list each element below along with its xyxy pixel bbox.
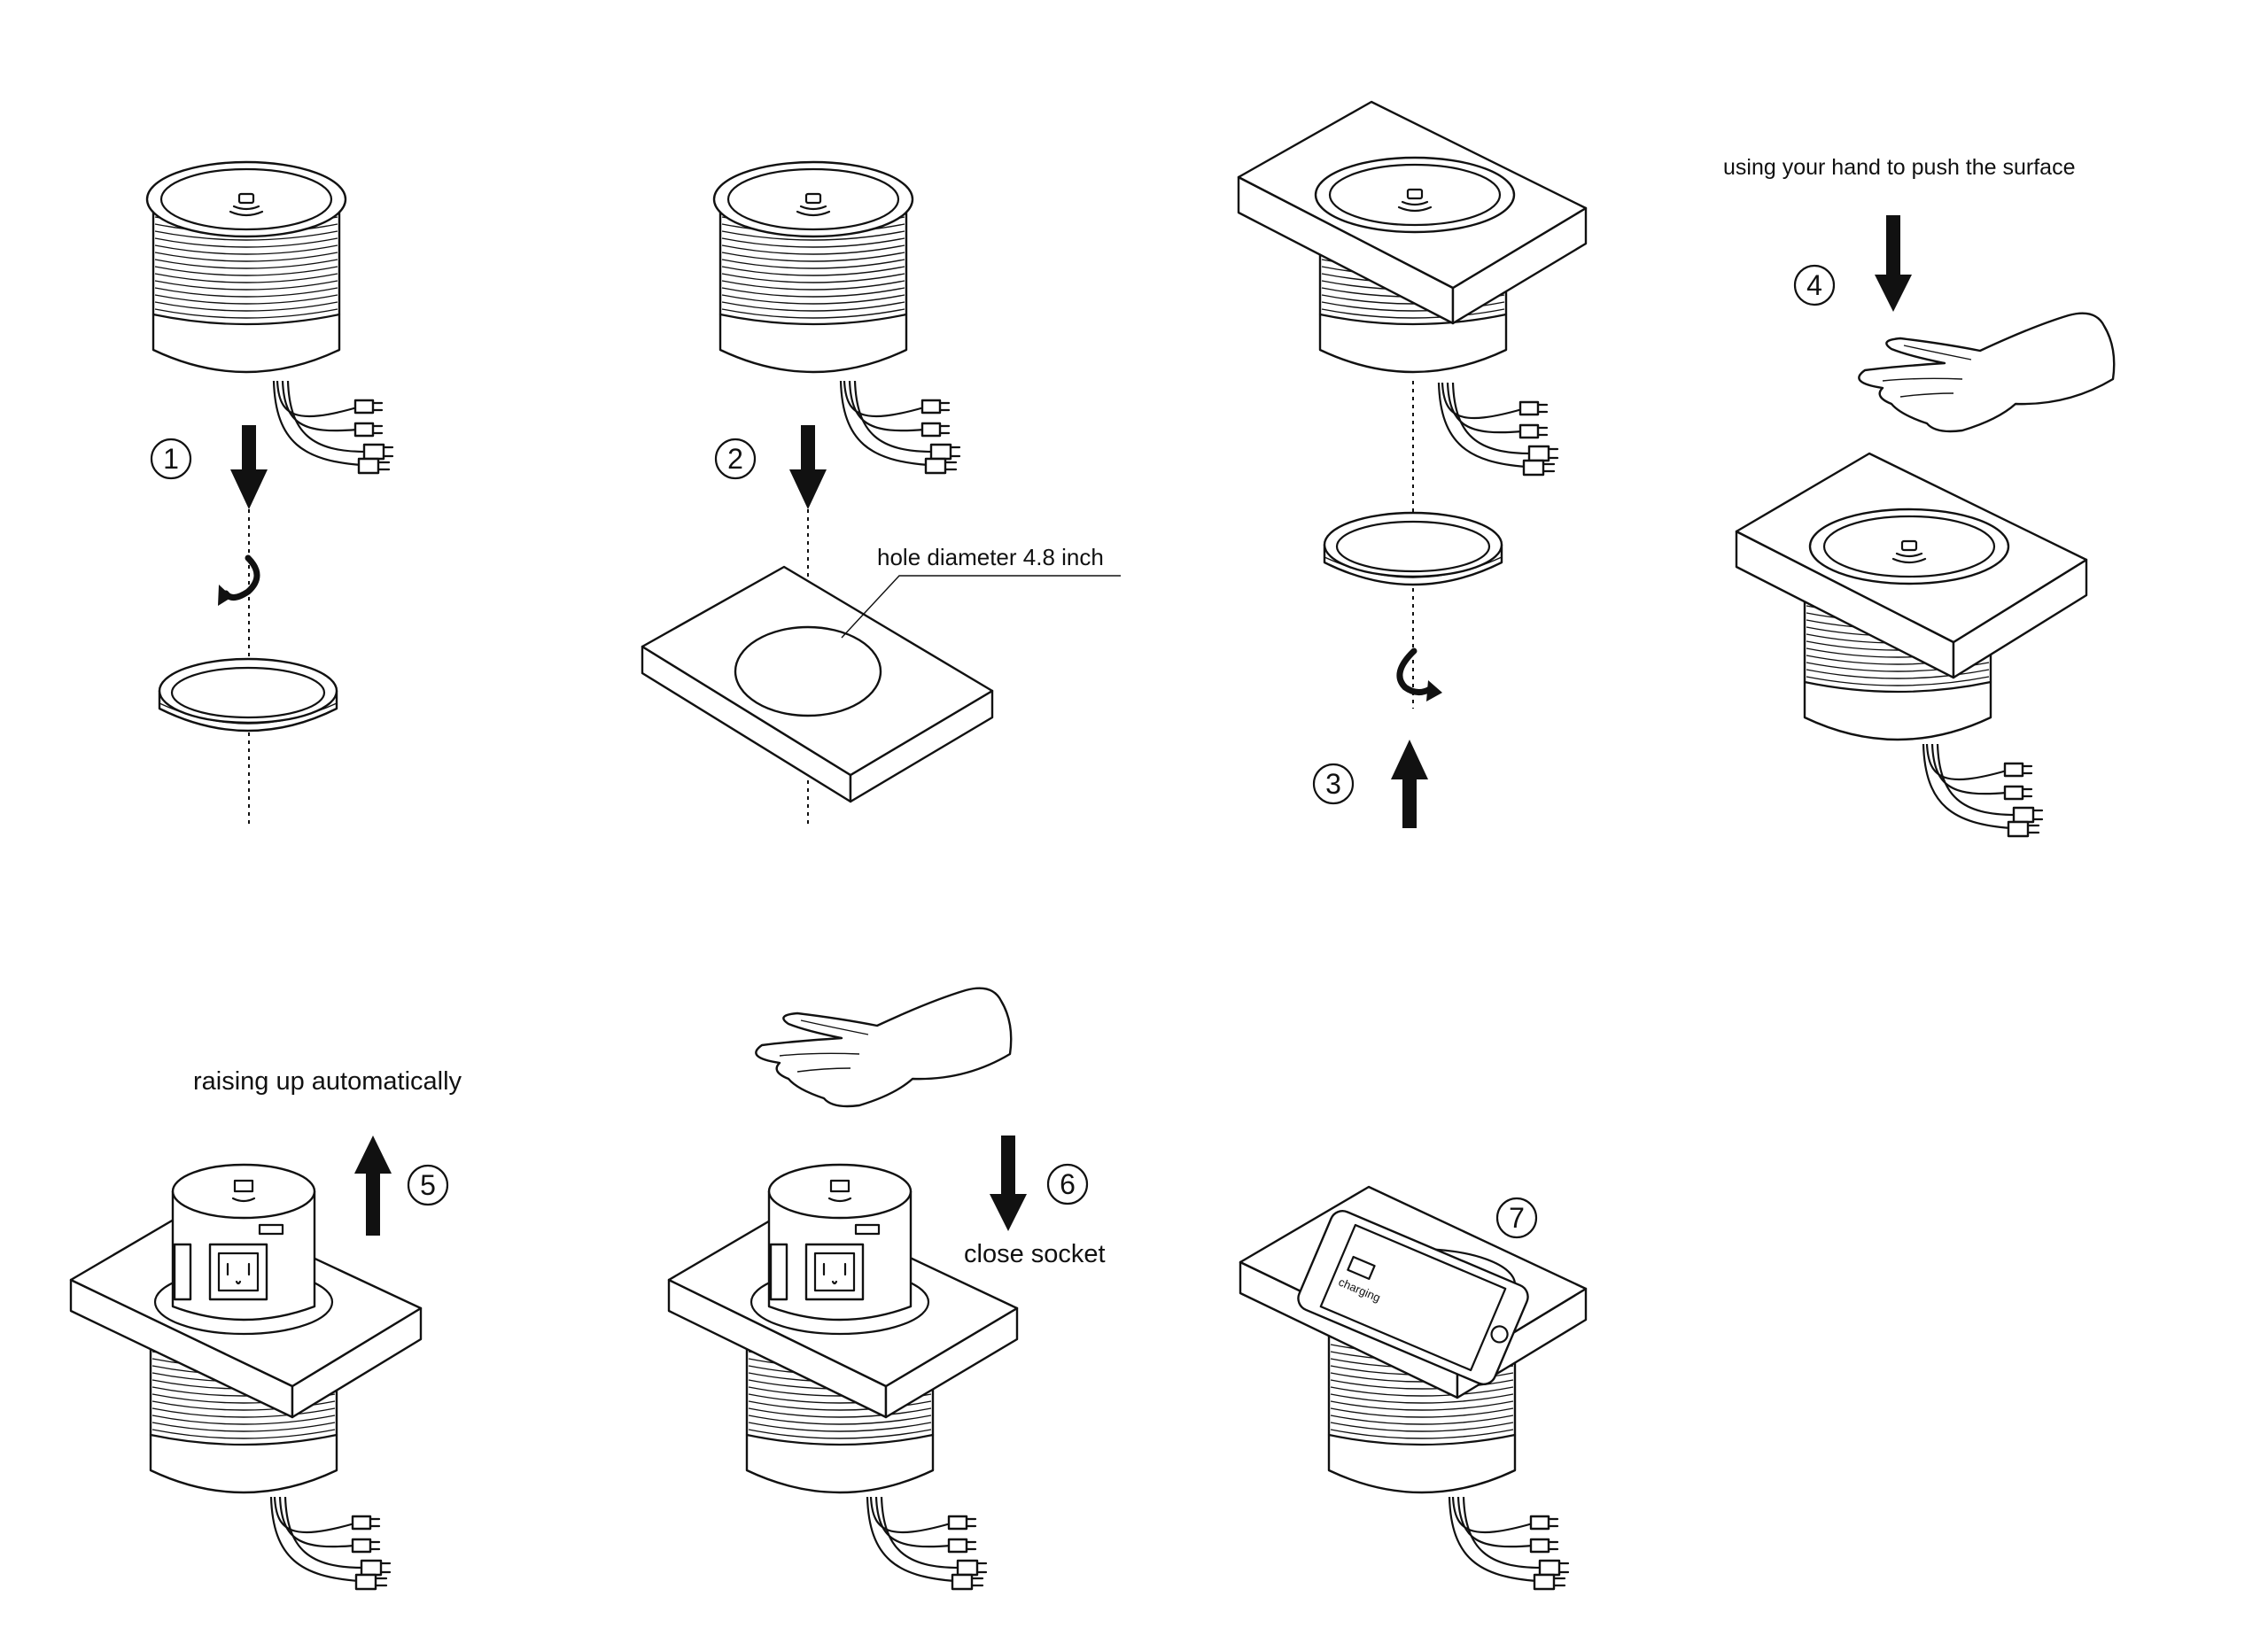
- step-1: 1: [145, 160, 394, 828]
- step-2-number-badge: 2: [714, 438, 757, 480]
- socket-tower: [171, 1163, 316, 1322]
- step-7: 7 charging: [1239, 1185, 1588, 1591]
- step-3: 3: [1237, 100, 1588, 828]
- step-6-number: 6: [1060, 1168, 1076, 1200]
- desk-board-with-hole: [641, 565, 994, 803]
- step-6: 6 close socket: [667, 987, 1106, 1591]
- hole-diameter-callout: hole diameter 4.8 inch: [877, 544, 1104, 570]
- step-1-number: 1: [163, 443, 179, 475]
- step-2-number: 2: [727, 443, 743, 475]
- step-5-instruction: raising up automatically: [193, 1067, 462, 1096]
- step-3-number-badge: 3: [1312, 763, 1355, 805]
- step-4-number: 4: [1806, 269, 1822, 301]
- rotate-arrow-icon: [222, 554, 260, 601]
- down-arrow-icon: [230, 425, 268, 509]
- step-4: using your hand to push the surface 4: [1723, 155, 2116, 838]
- step-7-number: 7: [1509, 1202, 1525, 1234]
- step-2: hole diameter 4.8 inch 2: [641, 160, 1121, 824]
- step-5: raising up automatically 5: [69, 1067, 462, 1591]
- smartphone: charging: [1297, 1210, 1529, 1385]
- down-arrow-icon: [789, 425, 827, 509]
- hand-icon: [755, 987, 1013, 1108]
- down-arrow-icon: [990, 1136, 1027, 1231]
- hand-icon: [1858, 312, 2116, 433]
- step-1-number-badge: 1: [150, 438, 192, 480]
- down-arrow-icon: [1875, 215, 1912, 312]
- step-3-number: 3: [1325, 768, 1341, 800]
- up-arrow-icon: [354, 1136, 392, 1236]
- step-4-instruction: using your hand to push the surface: [1723, 155, 2076, 180]
- socket-tower: [767, 1163, 913, 1322]
- step-5-number-badge: 5: [407, 1164, 449, 1206]
- up-arrow-icon: [1391, 740, 1428, 828]
- step-5-number: 5: [420, 1169, 436, 1201]
- step-4-number-badge: 4: [1793, 264, 1836, 306]
- step-7-number-badge: 7: [1495, 1197, 1538, 1239]
- battery-icon: [1347, 1255, 1376, 1281]
- step-6-instruction: close socket: [964, 1240, 1106, 1268]
- rotate-arrow-icon: [1396, 647, 1433, 695]
- step-6-number-badge: 6: [1046, 1163, 1089, 1205]
